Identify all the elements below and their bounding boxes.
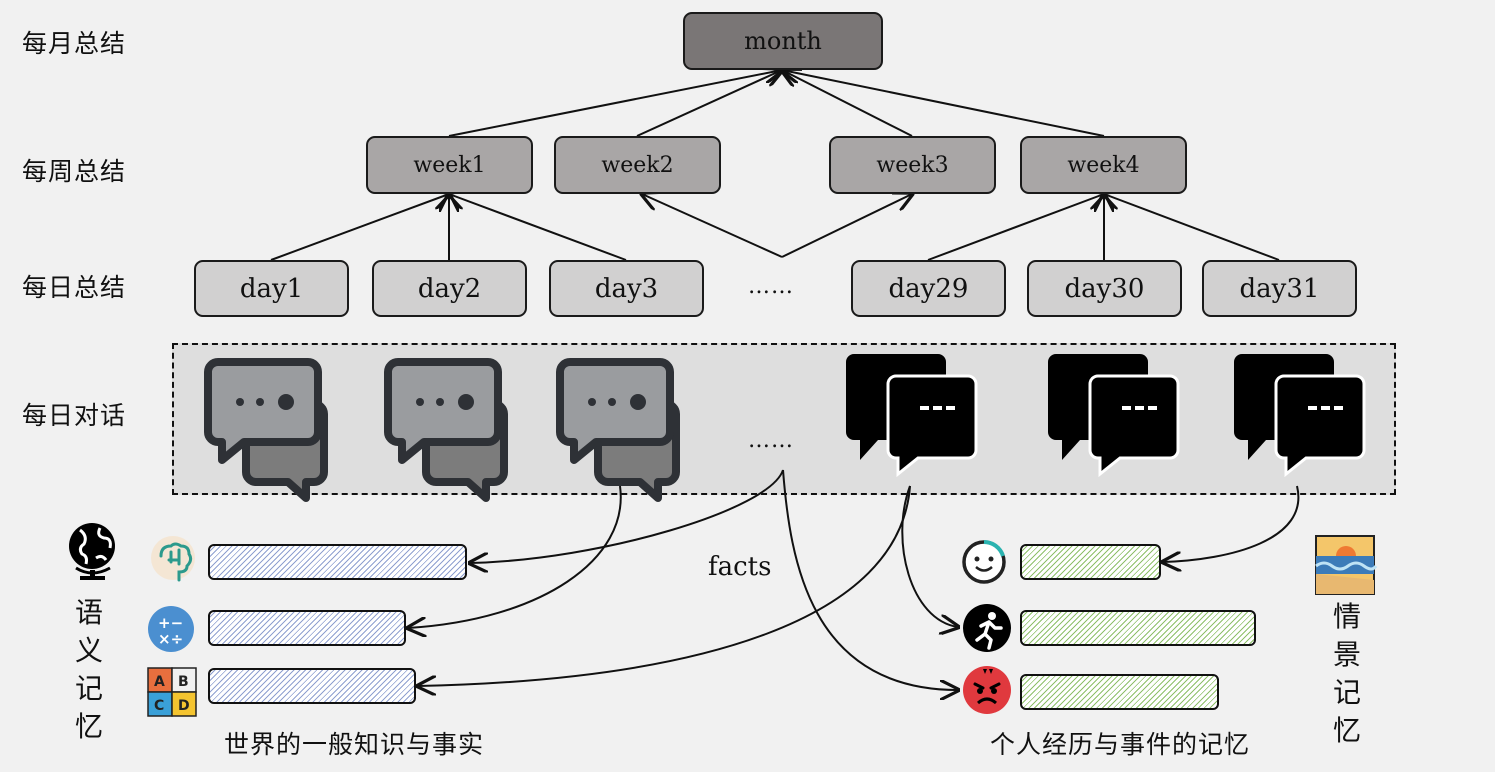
svg-text:C: C: [154, 698, 164, 714]
episodic-memory-title: 情景记忆: [1332, 600, 1361, 747]
edge-day3-week1: [449, 194, 627, 261]
edge-day31-week4: [1104, 194, 1280, 261]
svg-text:×÷: ×÷: [158, 630, 183, 648]
edge-week2-month: [636, 70, 782, 137]
semantic-memory-title: 语义记忆: [74, 596, 103, 743]
sunset-beach-icon: [1315, 535, 1378, 595]
episodic-bar-2: [1020, 610, 1256, 646]
day31-node: day31: [1202, 260, 1357, 317]
episodic-bar-1: [1020, 544, 1161, 580]
month-node: month: [683, 12, 883, 70]
svg-text:A: A: [154, 674, 165, 690]
edge-mid-week2: [642, 194, 783, 258]
edge-day1-week1: [270, 194, 449, 261]
episodic-caption: 个人经历与事件的记忆: [990, 730, 1251, 759]
fact-curve-6: [1163, 485, 1300, 562]
edge-mid-week3: [781, 194, 912, 258]
day2-node: day2: [372, 260, 527, 317]
edge-day29-week4: [927, 194, 1104, 261]
fact-curve-4: [782, 469, 958, 690]
angry-face-icon: [963, 666, 1011, 714]
row-label-dialog: 每日对话: [22, 401, 127, 430]
daily-dialog-area: [172, 343, 1396, 495]
day29-node: day29: [851, 260, 1006, 317]
fact-curve-2: [470, 469, 784, 563]
smile-face-icon: [962, 540, 1006, 584]
globe-icon: [69, 523, 115, 580]
running-person-icon: [963, 604, 1011, 652]
week3-node: week3: [829, 136, 996, 194]
row-label-day: 每日总结: [22, 273, 127, 302]
abcd-puzzle-icon: A B C D: [147, 667, 197, 717]
semantic-bar-2: [208, 610, 406, 646]
fact-curve-3: [418, 485, 911, 686]
fact-curve-5: [901, 485, 958, 627]
row-label-week: 每周总结: [22, 157, 127, 186]
day30-node: day30: [1027, 260, 1182, 317]
row-label-month: 每月总结: [22, 29, 127, 58]
day1-node: day1: [194, 260, 349, 317]
episodic-bar-3: [1020, 674, 1219, 710]
svg-text:D: D: [178, 698, 190, 714]
semantic-caption: 世界的一般知识与事实: [224, 730, 485, 759]
week4-node: week4: [1020, 136, 1187, 194]
svg-text:+−: +−: [158, 614, 183, 632]
svg-text:B: B: [178, 674, 189, 690]
fact-curve-1: [408, 485, 622, 628]
math-operators-icon: +− ×÷: [148, 606, 194, 652]
edge-week4-month: [782, 70, 1105, 137]
dialog-ellipsis: ……: [748, 428, 794, 453]
brain-icon: [151, 536, 195, 582]
edge-week1-month: [448, 70, 782, 137]
semantic-bar-1: [208, 544, 467, 580]
semantic-bar-3: [208, 668, 416, 704]
day-ellipsis: ……: [748, 274, 794, 299]
edge-week3-month: [782, 70, 913, 137]
facts-label: facts: [708, 552, 772, 582]
day3-node: day3: [549, 260, 704, 317]
week2-node: week2: [554, 136, 721, 194]
week1-node: week1: [366, 136, 533, 194]
